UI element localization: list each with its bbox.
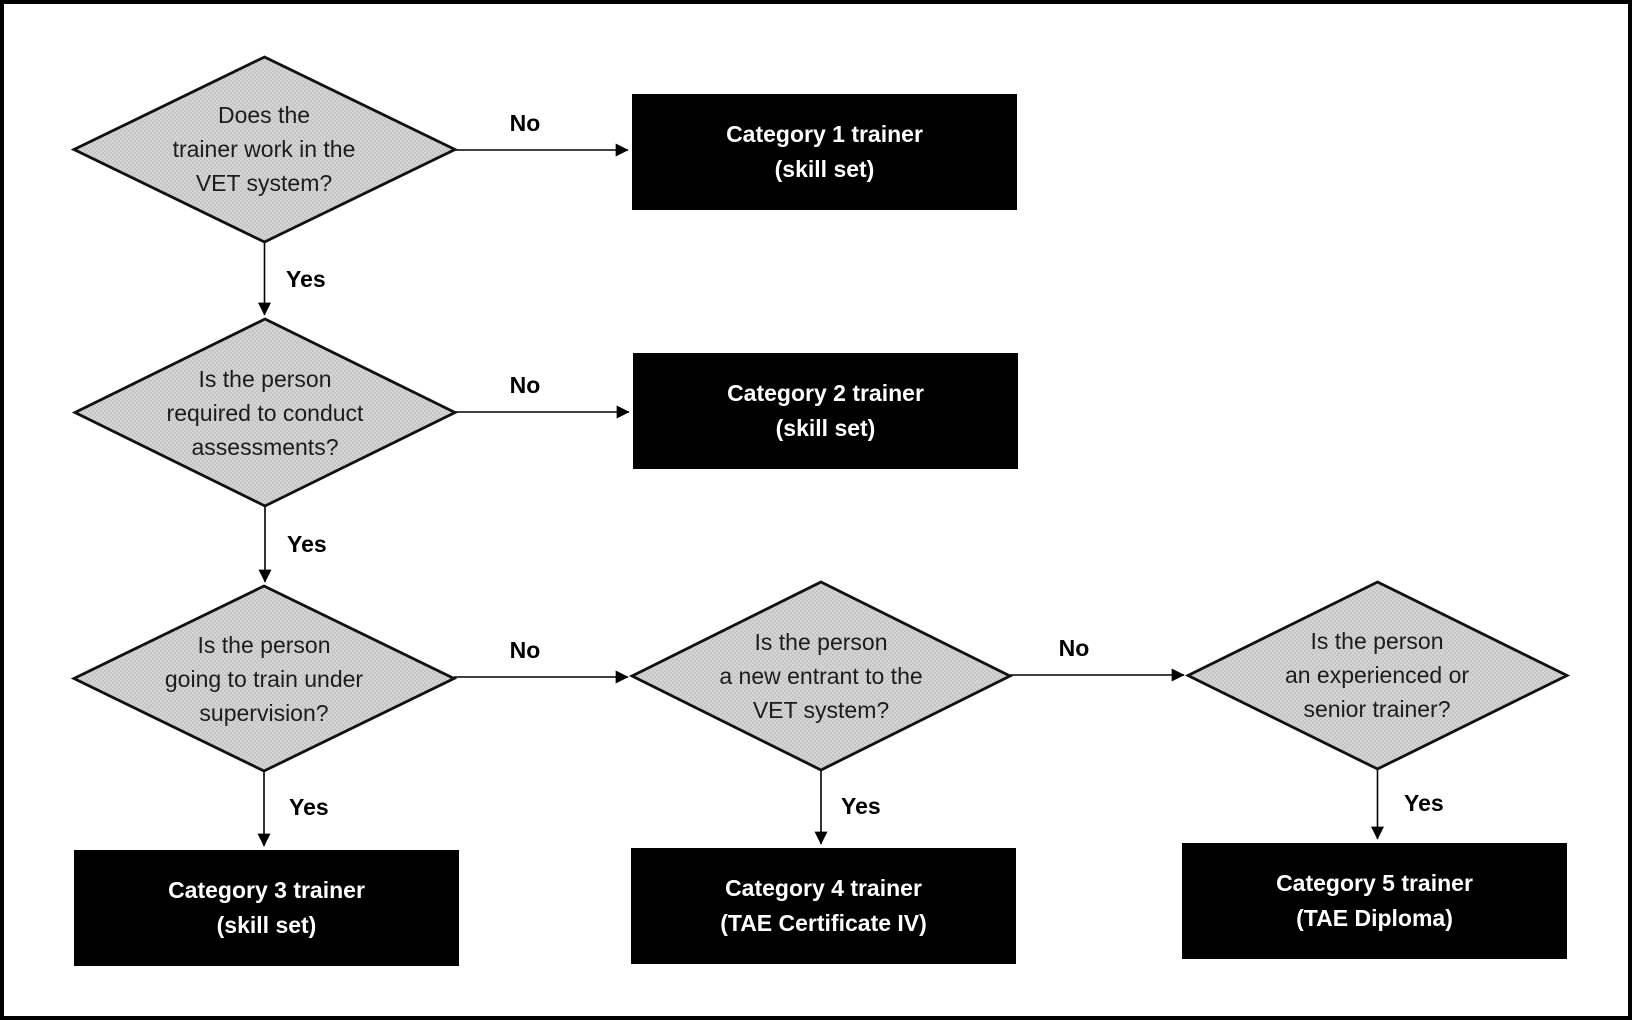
edge-label-q4-no: No: [1058, 635, 1090, 661]
outcome-line: Category 3 trainer: [168, 877, 365, 903]
outcome-line: (skill set): [216, 912, 317, 938]
outcome-category-2: Category 2 trainer (skill set): [633, 353, 1018, 469]
outcome-category-3: Category 3 trainer (skill set): [74, 850, 459, 966]
edge-label-q3-no: No: [509, 637, 541, 663]
outcome-line: Category 4 trainer: [725, 875, 922, 901]
outcome-category-1: Category 1 trainer (skill set): [632, 94, 1017, 210]
outcome-line: (TAE Certificate IV): [720, 910, 927, 936]
edge-label-q2-no: No: [509, 372, 541, 398]
decision-diamond-new-entrant: [628, 580, 1014, 772]
edge-label-q5-yes: Yes: [1404, 790, 1444, 816]
edge-label-q3-yes: Yes: [289, 794, 329, 820]
decision-diamond-experienced-senior: [1184, 580, 1571, 771]
decision-diamond-conduct-assessments: [71, 317, 459, 508]
edge-label-q1-no: No: [509, 110, 541, 136]
edge-label-q1-yes: Yes: [286, 266, 326, 292]
outcome-category-4: Category 4 trainer (TAE Certificate IV): [631, 848, 1016, 964]
outcome-line: (skill set): [774, 156, 875, 182]
edge-label-q2-yes: Yes: [287, 531, 327, 557]
flowchart-shape-layer: [70, 55, 1571, 847]
outcome-line: (skill set): [775, 415, 876, 441]
outcome-line: (TAE Diploma): [1296, 905, 1453, 931]
decision-diamond-vet-system: [70, 55, 459, 244]
edge-label-q4-yes: Yes: [841, 793, 881, 819]
decision-diamond-train-under-supervision: [70, 584, 458, 773]
outcome-line: Category 5 trainer: [1276, 870, 1473, 896]
outcome-category-5: Category 5 trainer (TAE Diploma): [1182, 843, 1567, 959]
outcome-line: Category 1 trainer: [726, 121, 923, 147]
outcome-line: Category 2 trainer: [727, 380, 924, 406]
